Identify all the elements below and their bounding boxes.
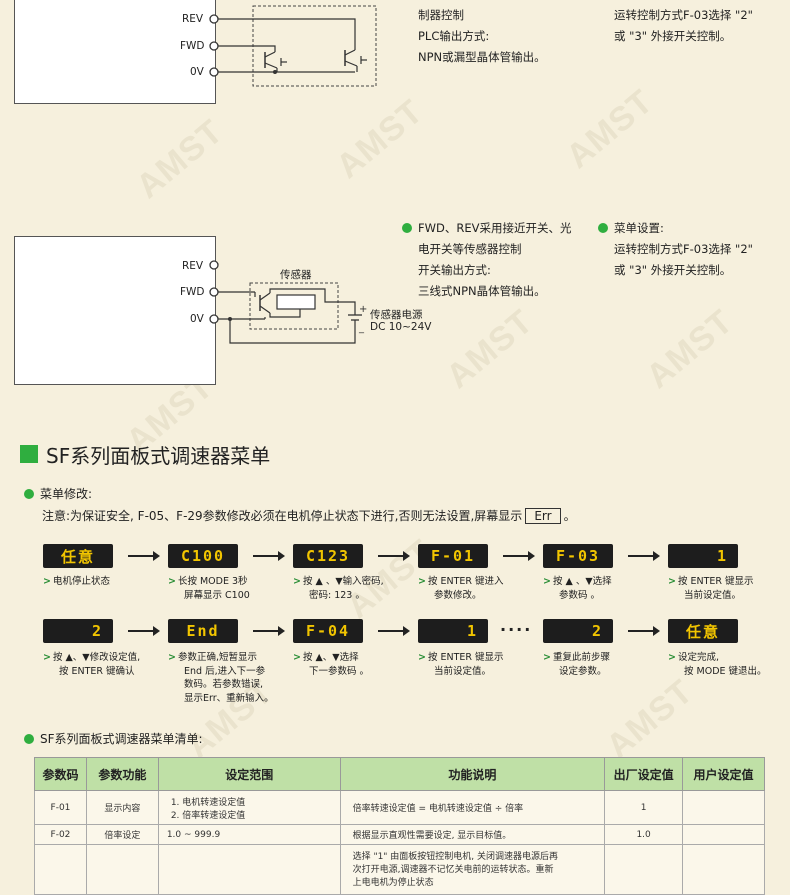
- lcd-display: 1: [418, 619, 488, 643]
- col-header: 设定范围: [157, 757, 341, 791]
- menu-setting-1: 运转控制方式F-03选择 "2" 或 "3" 外接开关控制。: [614, 8, 753, 43]
- step-caption: >按 ▲ 、▼选择参数码 。: [543, 576, 612, 601]
- lcd-display: End: [168, 619, 238, 643]
- arrow-right-icon: [503, 551, 535, 561]
- cell-user[interactable]: [682, 844, 765, 895]
- watermark: AMST: [129, 112, 231, 206]
- terminal-fwd: FWD: [180, 40, 205, 52]
- arrow-right-icon: [628, 551, 660, 561]
- err-box: Err: [525, 508, 561, 524]
- lcd-display: F-03: [543, 544, 613, 568]
- terminal-rev: REV: [182, 260, 204, 272]
- step-caption: >按 ▲ 、▼输入密码,密码: 123 。: [293, 576, 384, 601]
- cell-factory: 1.0: [604, 824, 684, 845]
- cell-func: 显示内容: [85, 790, 159, 825]
- menu-list-title: SF系列面板式调速器菜单清单:: [24, 730, 203, 747]
- lcd-display: F-01: [418, 544, 488, 568]
- lcd-display: 任意: [668, 619, 738, 643]
- step-caption: >按 ENTER 键显示当前设定值。: [668, 576, 754, 601]
- terminal-fwd: FWD: [180, 286, 205, 298]
- section-square-icon: [20, 445, 38, 463]
- step-caption: >设定完成,按 MODE 键退出。: [668, 652, 767, 677]
- watermark: AMST: [639, 302, 741, 396]
- cell-range: [157, 844, 341, 895]
- watermark: AMST: [559, 82, 661, 176]
- cell-code: F-01: [34, 790, 87, 825]
- cell-factory: 1: [604, 790, 684, 825]
- terminal-rev: REV: [182, 13, 204, 25]
- col-header: 功能说明: [339, 757, 606, 791]
- table-row: F-02 倍率设定 1.0 ~ 999.9 根据显示直观性需要设定, 显示目标值…: [34, 824, 765, 845]
- svg-text:+: +: [359, 304, 367, 315]
- cell-code: F-02: [34, 824, 87, 845]
- bullet-icon: [598, 223, 608, 233]
- sensor-wiring-diagram: + _: [209, 260, 367, 344]
- arrow-right-icon: [128, 626, 160, 636]
- arrow-right-icon: [253, 626, 285, 636]
- menu-table: 参数码 参数功能 设定范围 功能说明 出厂设定值 用户设定值 F-01 显示内容…: [34, 757, 765, 895]
- bullet-icon: [24, 734, 34, 744]
- dots-separator-icon: ····: [500, 620, 533, 639]
- bullet-icon: [402, 223, 412, 233]
- table-row: 选择 "1" 由面板按钮控制电机, 关闭调速器电源后再次打开电源,调速器不记忆关…: [34, 844, 765, 895]
- terminal-0v: 0V: [190, 66, 204, 78]
- col-header: 用户设定值: [682, 757, 765, 791]
- arrow-right-icon: [378, 626, 410, 636]
- wiring-desc-1: 制器控制 PLC输出方式: NPN或漏型晶体管输出。: [418, 8, 546, 64]
- menu-modify-title: 菜单修改:: [24, 485, 92, 502]
- step-caption: >重复此前步骤设定参数。: [543, 652, 610, 677]
- watermark: AMST: [439, 302, 541, 396]
- cell-func: 倍率设定: [85, 824, 159, 845]
- svg-text:_: _: [358, 323, 365, 334]
- cell-user[interactable]: [682, 790, 765, 825]
- col-header: 出厂设定值: [604, 757, 684, 791]
- sensor-power-label: 传感器电源 DC 10~24V: [370, 309, 432, 333]
- bullet-icon: [24, 489, 34, 499]
- lcd-display: C100: [168, 544, 238, 568]
- step-caption: >按 ▲、▼修改设定值,按 ENTER 键确认: [43, 652, 141, 677]
- cell-desc: 选择 "1" 由面板按钮控制电机, 关闭调速器电源后再次打开电源,调速器不记忆关…: [339, 844, 606, 895]
- menu-setting-2: 菜单设置: 运转控制方式F-03选择 "2" 或 "3" 外接开关控制。: [598, 218, 753, 281]
- terminal-0v: 0V: [190, 313, 204, 325]
- section-title: SF系列面板式调速器菜单: [46, 444, 271, 468]
- arrow-right-icon: [628, 626, 660, 636]
- cell-user[interactable]: [682, 824, 765, 845]
- lcd-display: 任意: [43, 544, 113, 568]
- table-header-row: 参数码 参数功能 设定范围 功能说明 出厂设定值 用户设定值: [34, 757, 765, 791]
- step-caption: >按 ▲、▼选择下一参数码 。: [293, 652, 370, 677]
- step-caption: >长按 MODE 3秒屏幕显示 C100: [168, 576, 250, 601]
- arrow-right-icon: [378, 551, 410, 561]
- lcd-display: 1: [668, 544, 738, 568]
- step-caption: >按 ENTER 键进入参数修改。: [418, 576, 504, 601]
- controller-panel: [14, 0, 216, 104]
- cell-factory: [604, 844, 684, 895]
- controller-panel-2: [14, 236, 216, 385]
- step-caption: >按 ENTER 键显示当前设定值。: [418, 652, 504, 677]
- cell-desc: 倍率转速设定值 = 电机转速设定值 ÷ 倍率: [339, 790, 606, 825]
- step-caption: >电机停止状态: [43, 576, 110, 587]
- cell-func: [85, 844, 159, 895]
- watermark: AMST: [329, 92, 431, 186]
- plc-wiring-diagram: [209, 5, 377, 87]
- watermark: AMST: [599, 672, 701, 766]
- cell-code: [34, 844, 87, 895]
- arrow-right-icon: [128, 551, 160, 561]
- lcd-display: F-04: [293, 619, 363, 643]
- cell-range: 1.0 ~ 999.9: [157, 824, 341, 845]
- wiring-desc-2: FWD、REV采用接近开关、光 电开关等传感器控制 开关输出方式: 三线式NPN…: [402, 218, 571, 302]
- col-header: 参数功能: [85, 757, 159, 791]
- col-header: 参数码: [34, 757, 87, 791]
- arrow-right-icon: [253, 551, 285, 561]
- lcd-display: 2: [543, 619, 613, 643]
- cell-desc: 根据显示直观性需要设定, 显示目标值。: [339, 824, 606, 845]
- lcd-display: 2: [43, 619, 113, 643]
- sensor-label: 传感器: [280, 269, 312, 281]
- lcd-display: C123: [293, 544, 363, 568]
- safety-note: 注意:为保证安全, F-05、F-29参数修改必须在电机停止状态下进行,否则无法…: [42, 508, 576, 524]
